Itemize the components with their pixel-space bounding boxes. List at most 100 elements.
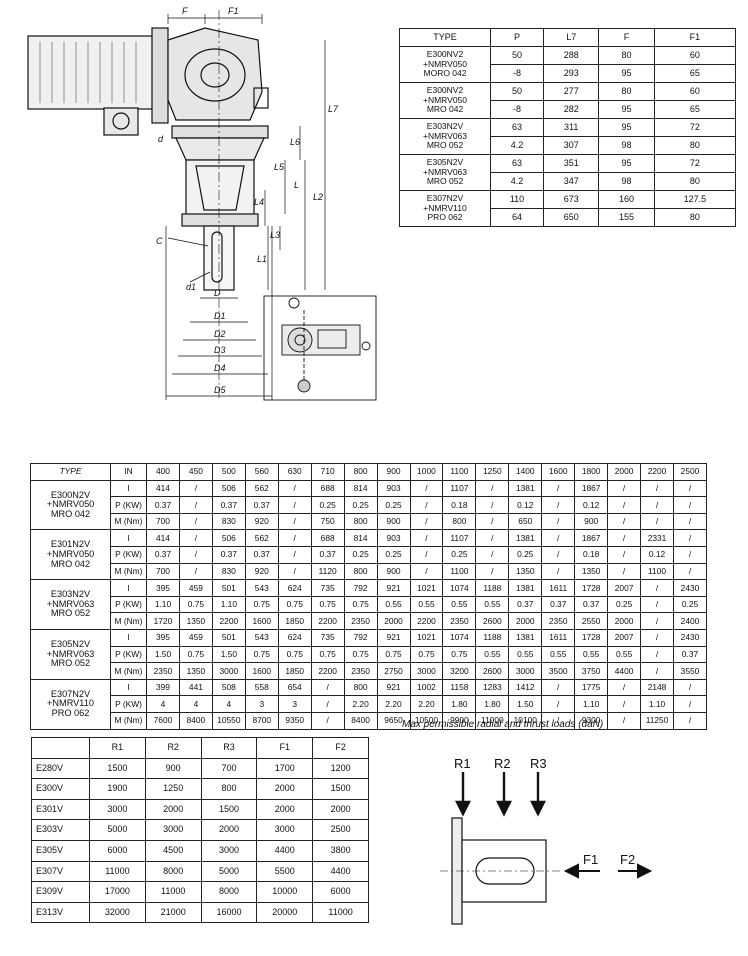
cell: 64 <box>489 208 545 227</box>
cell: 3000 <box>144 819 202 841</box>
row-label: M (Nm) <box>110 562 147 581</box>
cell: / <box>607 678 642 697</box>
cell: 282 <box>543 100 600 119</box>
cell: 4 <box>146 695 180 713</box>
cell: 2200 <box>310 662 345 680</box>
cell: 2000 <box>200 819 258 841</box>
cell: 4500 <box>144 839 202 862</box>
cell: 0.25 <box>508 545 543 564</box>
cell: 1158 <box>442 678 477 697</box>
label-F1: F1 <box>228 6 239 16</box>
cell: 414 <box>146 479 180 498</box>
cell: 735 <box>310 579 345 597</box>
cell: / <box>475 479 510 498</box>
type-line: E301N2V <box>50 539 91 550</box>
worm-gearbox <box>167 27 263 121</box>
cell: / <box>475 512 510 531</box>
label-L6: L6 <box>290 137 300 147</box>
cell: 11000 <box>144 881 202 903</box>
cell: / <box>475 562 510 581</box>
cell: 0.37 <box>244 496 279 514</box>
corner-cell <box>31 737 90 759</box>
cell: 72 <box>653 118 737 137</box>
col-header: 1400 <box>508 463 543 481</box>
cell: 5500 <box>256 860 314 883</box>
cell: 0.55 <box>442 595 477 614</box>
type-line: E300N2V <box>50 489 91 500</box>
cell: / <box>409 512 444 531</box>
cell: / <box>607 479 642 498</box>
cell: 80 <box>653 208 737 227</box>
cell: 3 <box>244 695 279 713</box>
cell: 1.10 <box>640 695 674 713</box>
cell: / <box>541 496 576 514</box>
cell: 1100 <box>442 562 477 581</box>
cell: 16000 <box>200 901 258 924</box>
label-F: F <box>182 6 188 16</box>
row-label: M (Nm) <box>110 612 147 630</box>
cell: 792 <box>343 579 378 597</box>
type-line: +NMRV063 <box>46 648 95 659</box>
label-L1: L1 <box>257 254 267 264</box>
cell: 0.25 <box>376 545 411 564</box>
cell: 1600 <box>244 612 279 630</box>
row-label: E301V <box>31 798 90 821</box>
cell: / <box>541 512 576 531</box>
cell: 3000 <box>200 839 258 862</box>
cell: 900 <box>376 512 411 531</box>
cell: 8700 <box>244 711 279 730</box>
cell: 2000 <box>508 612 543 630</box>
cell: / <box>277 512 312 531</box>
cell: 3200 <box>442 662 477 680</box>
row-label: M (Nm) <box>110 711 147 730</box>
side-view-inset <box>263 295 377 401</box>
cell: 0.75 <box>310 595 345 614</box>
cell: 1700 <box>256 757 314 780</box>
cell: 63 <box>489 154 545 173</box>
row-label: I <box>110 529 147 547</box>
cell: 1.10 <box>146 595 180 614</box>
table-row: 4.2 347 98 80 <box>400 172 737 191</box>
label-L5: L5 <box>274 162 285 172</box>
cell: 95 <box>598 154 655 173</box>
cell: 0.75 <box>376 645 411 664</box>
row-label: E300V <box>31 778 90 800</box>
cell: 4400 <box>607 662 642 680</box>
cell: 95 <box>598 64 655 83</box>
label-D3: D3 <box>214 345 226 355</box>
row-label: P (KW) <box>110 545 147 564</box>
cell: 20000 <box>256 901 314 924</box>
cell: 2430 <box>673 628 707 647</box>
type-line: MRO 052 <box>50 608 91 619</box>
cell: 277 <box>543 82 600 101</box>
cell: 830 <box>211 562 246 581</box>
cell: 2000 <box>256 778 314 800</box>
cell: 3000 <box>211 662 246 680</box>
cell: 688 <box>310 479 345 498</box>
col-header: TYPE <box>30 463 111 481</box>
cell: 4.2 <box>489 136 545 155</box>
cell: 6000 <box>312 881 369 903</box>
row-label: E280V <box>31 757 90 780</box>
cell: 0.18 <box>574 545 609 564</box>
cell: 7600 <box>146 711 180 730</box>
cell: 624 <box>277 579 312 597</box>
col-header: 710 <box>310 463 345 481</box>
label-L3: L3 <box>270 230 280 240</box>
cell: 2350 <box>343 612 378 630</box>
cell: 1283 <box>475 678 510 697</box>
motor-flange <box>151 27 169 124</box>
col-header: 1000 <box>409 463 444 481</box>
col-header: F <box>598 28 655 47</box>
cell: 160 <box>598 190 655 209</box>
type-line: PRO 062 <box>51 707 90 718</box>
cell: 127.5 <box>653 190 737 209</box>
cell: 2500 <box>312 819 369 841</box>
cell: 562 <box>244 529 279 547</box>
label-d1: d1 <box>186 282 196 292</box>
